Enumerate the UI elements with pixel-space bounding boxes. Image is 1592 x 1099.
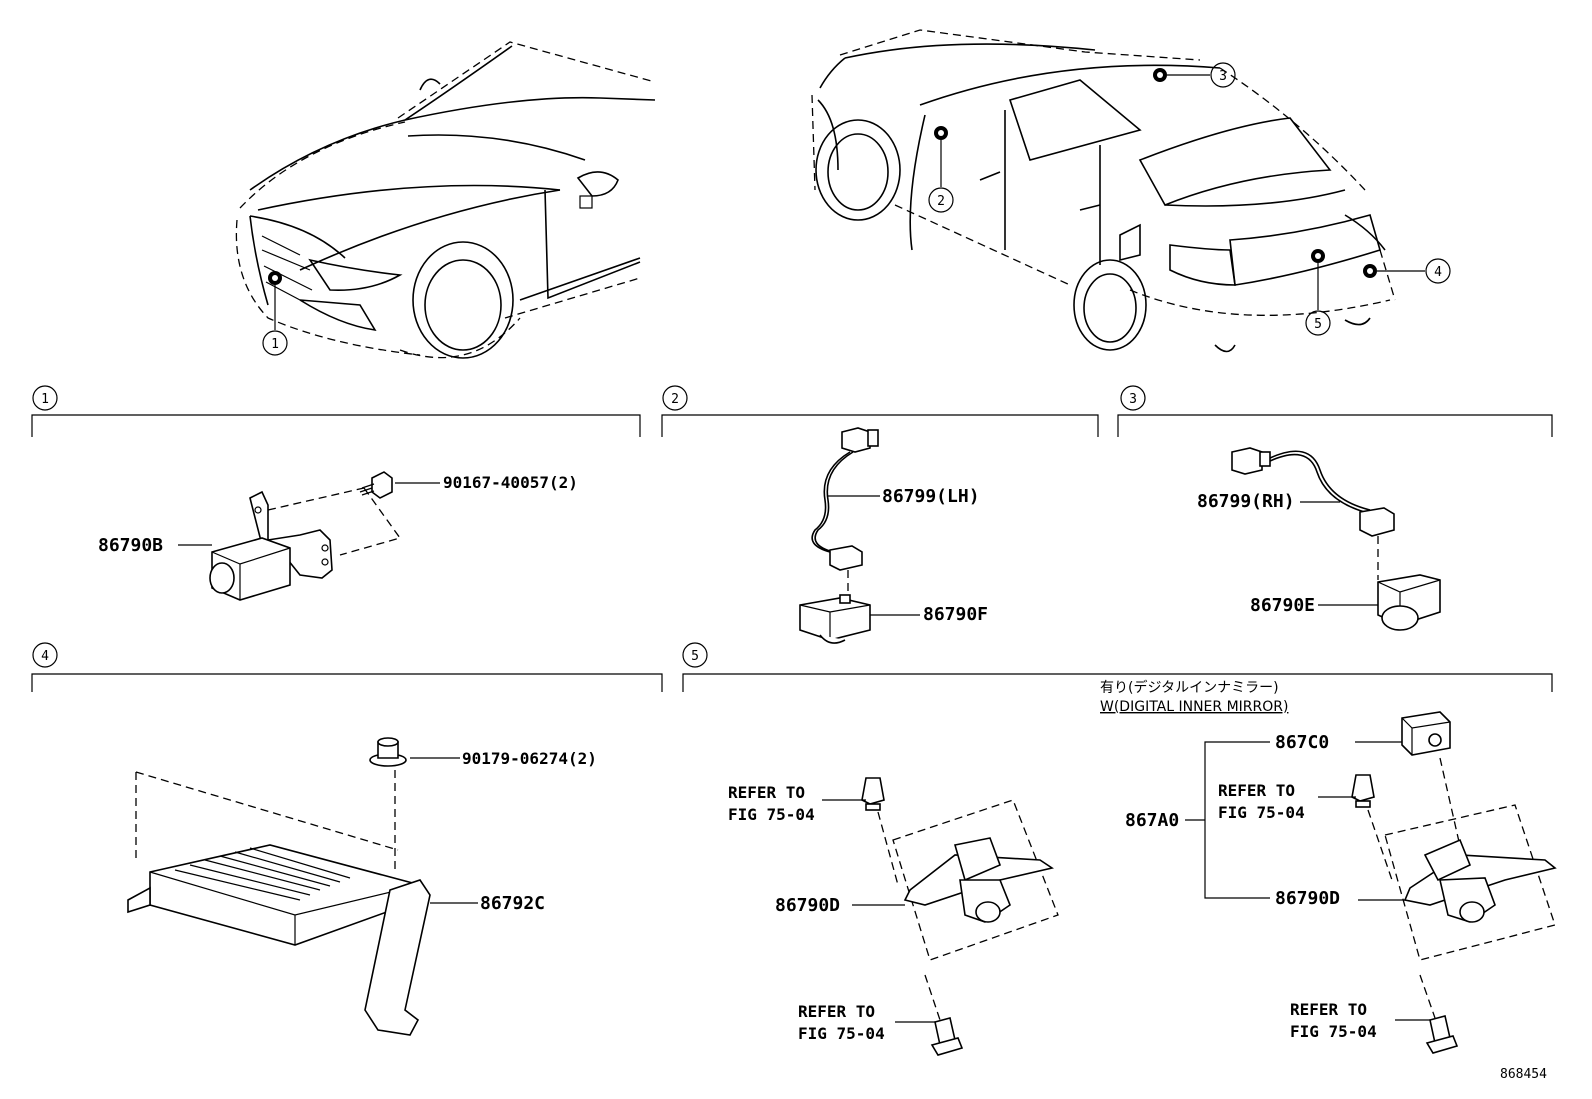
clip-icon bbox=[1351, 774, 1375, 808]
screw-icon bbox=[930, 1017, 964, 1056]
section-5-right-parts: 有り(デジタルインナミラー) W(DIGITAL INNER MIRROR) bbox=[1100, 679, 1557, 1054]
screw-icon bbox=[1425, 1015, 1459, 1054]
refer-fig-label: FIG 75-04 bbox=[1218, 803, 1305, 822]
part-86790B-label: 86790B bbox=[98, 535, 163, 556]
refer-to-label: REFER TO bbox=[728, 783, 805, 802]
section-1-parts: 86790B 90167-40057(2) bbox=[98, 471, 578, 601]
section-5-left-parts: REFER TO FIG 75-04 86790D REFER TO FIG 7… bbox=[728, 777, 1059, 1056]
section-4-parts: 86792C 90179-06274(2) bbox=[127, 737, 597, 1036]
refer-fig-label: FIG 75-04 bbox=[798, 1024, 885, 1043]
part-86790D-left-label: 86790D bbox=[775, 895, 840, 916]
callout-3-car: 3 bbox=[1210, 62, 1236, 88]
bolt-icon bbox=[359, 471, 393, 499]
part-86792C-label: 86792C bbox=[480, 893, 545, 914]
part-86799LH-label: 86799(LH) bbox=[882, 486, 980, 507]
section-3-parts: 86799(RH) 86790E bbox=[1197, 447, 1441, 631]
part-86790E-label: 86790E bbox=[1250, 595, 1315, 616]
svg-text:2: 2 bbox=[671, 392, 679, 407]
section-5-frame: 5 bbox=[682, 642, 1553, 692]
svg-text:3: 3 bbox=[1219, 69, 1227, 84]
svg-text:5: 5 bbox=[1314, 317, 1322, 332]
diagram-id: 868454 bbox=[1500, 1067, 1547, 1082]
rear-car-illustration bbox=[811, 29, 1396, 353]
part-867A0-label: 867A0 bbox=[1125, 810, 1179, 831]
sub-camera-icon bbox=[1401, 711, 1451, 756]
callout-4-car: 4 bbox=[1425, 258, 1451, 284]
refer-to-label: REFER TO bbox=[1218, 781, 1295, 800]
svg-text:2: 2 bbox=[937, 194, 945, 209]
callout-2-car: 2 bbox=[928, 187, 954, 213]
svg-text:4: 4 bbox=[41, 649, 49, 664]
section-3-frame: 3 bbox=[1117, 385, 1553, 437]
camera-location-markers bbox=[268, 68, 1425, 330]
connector-icon bbox=[841, 427, 879, 453]
nut-icon bbox=[369, 737, 407, 767]
svg-text:4: 4 bbox=[1434, 265, 1442, 280]
refer-fig-label: FIG 75-04 bbox=[1290, 1022, 1377, 1041]
connector-icon bbox=[1359, 507, 1395, 537]
svg-text:3: 3 bbox=[1129, 392, 1137, 407]
part-90179-06274-label: 90179-06274(2) bbox=[462, 749, 597, 768]
part-90167-40057-label: 90167-40057(2) bbox=[443, 473, 578, 492]
section-1-frame: 1 bbox=[31, 385, 641, 437]
section-4-frame: 4 bbox=[31, 642, 663, 692]
svg-text:5: 5 bbox=[691, 649, 699, 664]
callout-1-car: 1 bbox=[262, 330, 288, 356]
section-2-frame: 2 bbox=[661, 385, 1099, 437]
part-867C0-label: 867C0 bbox=[1275, 732, 1329, 753]
digital-mirror-note-jp: 有り(デジタルインナミラー) bbox=[1100, 679, 1279, 696]
callout-5-car: 5 bbox=[1305, 310, 1331, 336]
front-car-illustration bbox=[235, 41, 656, 359]
section-2-parts: 86799(LH) 86790F bbox=[799, 427, 988, 644]
connector-icon bbox=[829, 545, 863, 571]
part-86790D-right-label: 86790D bbox=[1275, 888, 1340, 909]
refer-to-label: REFER TO bbox=[798, 1002, 875, 1021]
part-86799RH-label: 86799(RH) bbox=[1197, 491, 1295, 512]
svg-text:1: 1 bbox=[41, 392, 49, 407]
svg-text:1: 1 bbox=[271, 337, 279, 352]
refer-fig-label: FIG 75-04 bbox=[728, 805, 815, 824]
connector-icon bbox=[1231, 447, 1271, 475]
digital-mirror-note-en: W(DIGITAL INNER MIRROR) bbox=[1100, 699, 1288, 715]
part-86790F-label: 86790F bbox=[923, 604, 988, 625]
refer-to-label: REFER TO bbox=[1290, 1000, 1367, 1019]
clip-icon bbox=[861, 777, 885, 811]
